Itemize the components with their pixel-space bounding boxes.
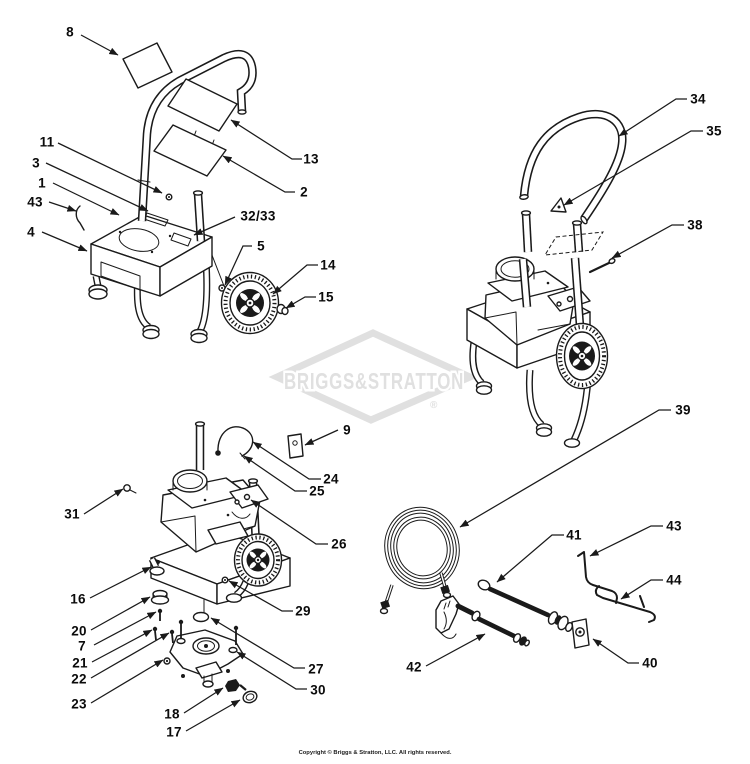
- handle-screw: [588, 257, 616, 274]
- callout-39: 39: [675, 402, 691, 418]
- cart-wheel: [220, 271, 280, 335]
- cart-handle: [137, 49, 257, 222]
- assembled-unit-diagram: [466, 109, 627, 448]
- callout-34: 34: [690, 91, 706, 107]
- callout-43: 43: [666, 518, 682, 534]
- callout-30: 30: [310, 682, 326, 698]
- outlet-fitting: [225, 679, 240, 692]
- cart-frame-diagram: [75, 42, 289, 344]
- callout-42: 42: [406, 659, 422, 675]
- handle-panel-upper: [167, 78, 238, 132]
- callout-18: 18: [164, 706, 180, 722]
- exploded-wheel: [233, 533, 283, 587]
- callout-41: 41: [566, 527, 582, 543]
- hanger-hook-upper: [577, 551, 618, 604]
- callout-20: 20: [71, 623, 87, 639]
- callout-27: 27: [308, 661, 324, 677]
- callout-13: 13: [303, 151, 319, 167]
- leader-lines: [41, 34, 703, 732]
- spark-plug-wire: [217, 426, 254, 457]
- hanger-hook-lower: [594, 585, 656, 623]
- callout-11: 11: [39, 134, 55, 150]
- callout-4: 4: [27, 224, 35, 240]
- callout-1: 1: [38, 175, 46, 191]
- callout-14: 14: [320, 257, 336, 273]
- callout-9: 9: [343, 422, 351, 438]
- callout-21: 21: [72, 655, 88, 671]
- callout-7: 7: [78, 638, 86, 654]
- spray-wand: [477, 579, 574, 632]
- pressure-hose: [379, 506, 460, 615]
- callout-25: 25: [309, 483, 325, 499]
- engine-exploded: [160, 469, 269, 553]
- cap-plug: [242, 690, 258, 704]
- handle-panel-lower: [153, 124, 227, 177]
- pin: [123, 484, 131, 492]
- mounting-hardware: [150, 589, 205, 665]
- adapter-plate: [571, 618, 590, 649]
- callout-40: 40: [642, 655, 658, 671]
- callout-2: 2: [300, 184, 308, 200]
- label-plate: [122, 42, 173, 89]
- small-plate: [287, 433, 304, 459]
- callout-29: 29: [295, 603, 311, 619]
- callout-15: 15: [318, 289, 334, 305]
- callout-26: 26: [331, 536, 347, 552]
- callout-22: 22: [71, 671, 87, 687]
- callout-23: 23: [71, 696, 87, 712]
- accessories-diagram: [379, 506, 656, 649]
- callout-24: 24: [323, 471, 339, 487]
- assembled-wheel: [555, 322, 609, 390]
- callout-38: 38: [687, 217, 703, 233]
- callout-3: 3: [32, 155, 40, 171]
- o-ring: [192, 611, 210, 623]
- engine-pump-diagram: [123, 421, 304, 704]
- mount-plate-ghost: [544, 231, 604, 256]
- callout-35: 35: [706, 123, 722, 139]
- callout-32-33: 32/33: [240, 208, 276, 224]
- handle-knob: [550, 197, 567, 213]
- callout-17: 17: [166, 724, 182, 740]
- registered-mark: ®: [430, 400, 438, 411]
- spray-gun: [435, 595, 530, 647]
- callout-31: 31: [64, 506, 80, 522]
- retainer-wire: [75, 205, 85, 231]
- callout-43: 43: [27, 194, 43, 210]
- callout-8: 8: [66, 24, 74, 40]
- callout-44: 44: [666, 572, 682, 588]
- callout-5: 5: [257, 238, 265, 254]
- watermark-logo: BRIGGS&STRATTON ®: [268, 329, 479, 424]
- copyright-text: Copyright © Briggs & Stratton, LLC. All …: [298, 750, 452, 756]
- cart-deck: [90, 212, 213, 297]
- handle-assembled: [519, 109, 627, 225]
- pump-assembly: [169, 619, 244, 688]
- watermark-brand-text: BRIGGS&STRATTON: [284, 368, 464, 394]
- callout-16: 16: [70, 591, 86, 607]
